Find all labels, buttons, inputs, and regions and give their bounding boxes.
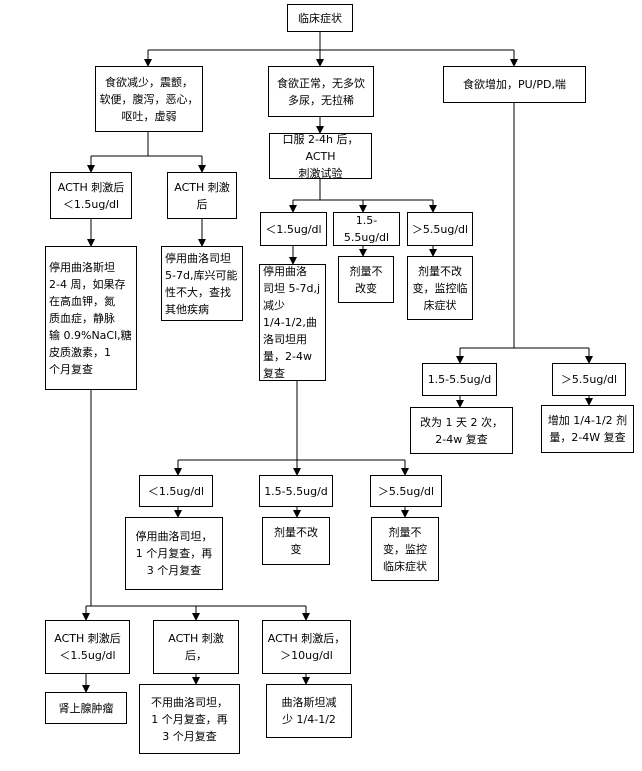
node-g-high: ＞5.5ug/dl xyxy=(552,363,626,396)
node-g-mid: 1.5-5.5ug/d xyxy=(422,363,497,396)
node-acth-post-1: ACTH 刺激 后 xyxy=(167,172,237,219)
node-increase-dose: 增加 1/4-1/2 剂 量，2-4W 复查 xyxy=(541,405,634,453)
node-second-low: ＜1.5ug/dl xyxy=(139,475,213,507)
node-appetite-normal: 食欲正常，无多饮 多尿，无拉稀 xyxy=(268,66,374,117)
node-stop-5-7d-other: 停用曲洛司坦 5-7d,库兴可能 性不大，查找 其他疾病 xyxy=(161,246,243,321)
node-no-change-1: 剂量不 改变 xyxy=(338,256,394,303)
node-adrenal-tumor: 肾上腺肿瘤 xyxy=(45,692,127,724)
node-no-change-2: 剂量不改 变 xyxy=(262,517,330,565)
node-no-use-recheck: 不用曲洛司坦， 1 个月复查，再 3 个月复查 xyxy=(139,684,240,754)
node-acth-low-2: ACTH 刺激后 ＜1.5ug/dl xyxy=(45,620,130,674)
node-acth-high: ACTH 刺激后， ＞10ug/dl xyxy=(262,620,351,674)
node-stop-2-4w: 停用曲洛斯坦 2-4 周，如果存 在高血钾，氮 质血症，静脉 输 0.9%NaC… xyxy=(45,246,137,390)
node-second-mid: 1.5-5.5ug/d xyxy=(259,475,333,507)
node-result-low: ＜1.5ug/dl xyxy=(260,212,327,246)
node-appetite-increased: 食欲增加，PU/PD,喘 xyxy=(443,66,586,103)
node-twice-daily: 改为 1 天 2 次， 2-4w 复查 xyxy=(410,407,513,454)
node-root: 临床症状 xyxy=(287,4,353,32)
node-second-high: ＞5.5ug/dl xyxy=(370,475,442,507)
node-result-high: ＞5.5ug/dl xyxy=(407,212,473,246)
node-no-change-monitor-2: 剂量不 变，监控 临床症状 xyxy=(371,517,439,581)
node-appetite-decreased: 食欲减少，震颤， 软便，腹泻，恶心， 呕吐，虚弱 xyxy=(95,66,203,132)
node-acth-post-2: ACTH 刺激 后， xyxy=(153,620,239,674)
node-oral-acth-test: 口服 2-4h 后，ACTH 刺激试验 xyxy=(269,133,372,180)
node-stop-reduce: 停用曲洛 司坦 5-7d,j 减少 1/4-1/2,曲 洛司坦用 量，2-4w … xyxy=(259,264,326,381)
node-reduce-dose: 曲洛斯坦减 少 1/4-1/2 xyxy=(266,684,352,738)
node-acth-low-1: ACTH 刺激后 ＜1.5ug/dl xyxy=(50,172,132,219)
node-no-change-monitor-1: 剂量不改 变，监控临 床症状 xyxy=(407,256,473,320)
node-result-mid: 1.5-5.5ug/dl xyxy=(333,212,400,246)
node-stop-recheck: 停用曲洛司坦， 1 个月复查，再 3 个月复查 xyxy=(125,517,223,590)
